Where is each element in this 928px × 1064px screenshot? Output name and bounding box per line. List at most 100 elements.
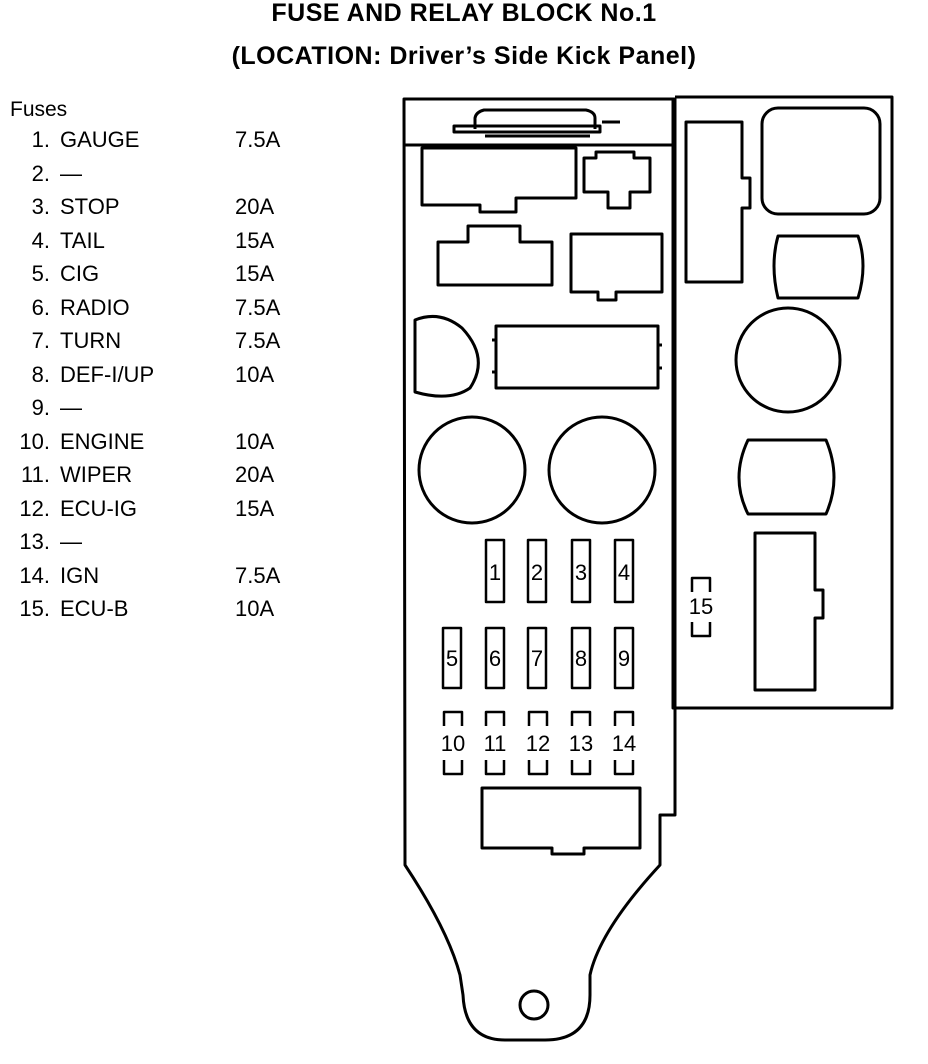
fuse-name: — xyxy=(60,395,82,420)
relay-section-outline xyxy=(671,95,894,710)
slot-label-10: 10 xyxy=(441,731,465,756)
relay-right-middle xyxy=(569,232,664,302)
top-connector xyxy=(452,108,620,138)
fuse-slot-9 xyxy=(613,626,635,690)
fuse-row-2: 2. — xyxy=(10,157,330,191)
block-housing-outline xyxy=(402,97,677,1042)
slot-label-9: 9 xyxy=(618,646,630,671)
slot-label-13: 13 xyxy=(569,731,593,756)
relay-circle-large xyxy=(734,306,842,414)
fuse-number: 3. xyxy=(31,194,50,219)
fuse-slot-14 xyxy=(613,710,635,776)
fuse-rating: 15A xyxy=(235,261,275,286)
fuse-name: TURN xyxy=(60,328,122,353)
relay-circle-right xyxy=(547,415,657,525)
fuses-heading: Fuses xyxy=(10,98,68,121)
fuse-rating: 10A xyxy=(235,596,275,621)
fuse-number: 6. xyxy=(31,294,50,320)
fuse-name: DEF-I/UP xyxy=(60,361,155,387)
fuse-number: 13. xyxy=(19,529,50,554)
location-subtitle: (LOCATION: Driver’s Side Kick Panel) xyxy=(231,42,697,70)
fuse-slot-4 xyxy=(613,538,635,604)
fuse-row-6: 6. RADIO 7.5A xyxy=(10,291,330,325)
fuse-slot-6 xyxy=(484,626,506,690)
slot-label-4: 4 xyxy=(618,560,630,585)
relay-rect-bottom xyxy=(753,531,825,692)
relay-square-right xyxy=(760,106,882,216)
fuse-slot-2 xyxy=(526,538,548,604)
fuse-name: CIG xyxy=(60,261,100,286)
fuse-number: 15. xyxy=(19,596,50,621)
fuse-row-13: 13. — xyxy=(10,525,330,559)
fuse-rating: 20A xyxy=(235,194,275,219)
slot-label-12: 12 xyxy=(526,731,550,756)
fuse-row-9: 9. — xyxy=(10,391,330,425)
fuse-number: 9. xyxy=(31,395,50,420)
connector-wide xyxy=(492,324,662,390)
fuse-name: RADIO xyxy=(60,294,130,320)
slot-label-1: 1 xyxy=(489,560,501,585)
fuse-slot-5 xyxy=(441,626,463,690)
relay-oval-upper xyxy=(772,234,865,300)
fuse-number: 7. xyxy=(31,328,50,353)
fuse-rating: 7.5A xyxy=(235,328,281,353)
slot-label-7: 7 xyxy=(531,646,543,671)
fuse-number: 10. xyxy=(19,428,50,454)
slot-label-5: 5 xyxy=(446,646,458,671)
slot-label-14: 14 xyxy=(612,731,636,756)
fuse-name: — xyxy=(60,529,82,554)
fuse-name: IGN xyxy=(60,562,100,588)
fuse-slot-1 xyxy=(484,538,506,604)
fuse-slot-8 xyxy=(570,626,592,690)
fuse-slot-3 xyxy=(570,538,592,604)
fuse-row-11: 11. WIPER 20A xyxy=(10,458,330,492)
slot-label-8: 8 xyxy=(575,646,587,671)
fuse-rating: 10A xyxy=(235,361,275,387)
relay-large-top xyxy=(420,146,578,214)
fuse-slot-15 xyxy=(690,576,712,638)
fuse-name: ECU-IG xyxy=(60,495,137,521)
slot-label-6: 6 xyxy=(489,646,501,671)
fuse-number: 5. xyxy=(31,261,50,286)
fuse-rating: 15A xyxy=(235,227,275,253)
fuse-name: GAUGE xyxy=(60,127,140,152)
fuse-name: WIPER xyxy=(60,462,133,487)
relay-tall-right xyxy=(684,120,752,284)
fuse-slot-13 xyxy=(570,710,592,776)
fuse-number: 2. xyxy=(31,160,50,186)
fuse-row-8: 8. DEF-I/UP 10A xyxy=(10,358,330,392)
relay-small-top xyxy=(582,150,652,210)
mounting-hole xyxy=(518,989,550,1021)
relay-round-left xyxy=(413,314,480,398)
fuse-number: 12. xyxy=(19,495,50,521)
fuse-number: 4. xyxy=(31,227,50,253)
fuse-number: 14. xyxy=(19,562,50,588)
fuse-rating: 7.5A xyxy=(235,294,281,320)
fuse-name: STOP xyxy=(60,194,120,219)
relay-circle-left xyxy=(417,415,527,525)
relay-oval-lower xyxy=(737,438,836,516)
fuse-slot-7 xyxy=(526,626,548,690)
fuse-row-5: 5. CIG 15A xyxy=(10,257,330,291)
relay-left-middle xyxy=(436,224,554,287)
fuse-number: 11. xyxy=(21,462,50,487)
bottom-connector xyxy=(480,786,642,856)
fuse-name: — xyxy=(60,160,82,186)
slot-label-2: 2 xyxy=(531,560,543,585)
fuse-rating: 20A xyxy=(235,462,275,487)
fuse-number: 8. xyxy=(31,361,50,387)
fuse-name: ENGINE xyxy=(60,428,145,454)
page-title: FUSE AND RELAY BLOCK No.1 xyxy=(271,0,657,27)
fuse-row-3: 3. STOP 20A xyxy=(10,190,330,224)
slot-label-3: 3 xyxy=(575,560,587,585)
slot-label-15: 15 xyxy=(689,594,713,619)
fuse-slot-10 xyxy=(442,710,464,776)
fuse-rating: 7.5A xyxy=(235,127,281,152)
